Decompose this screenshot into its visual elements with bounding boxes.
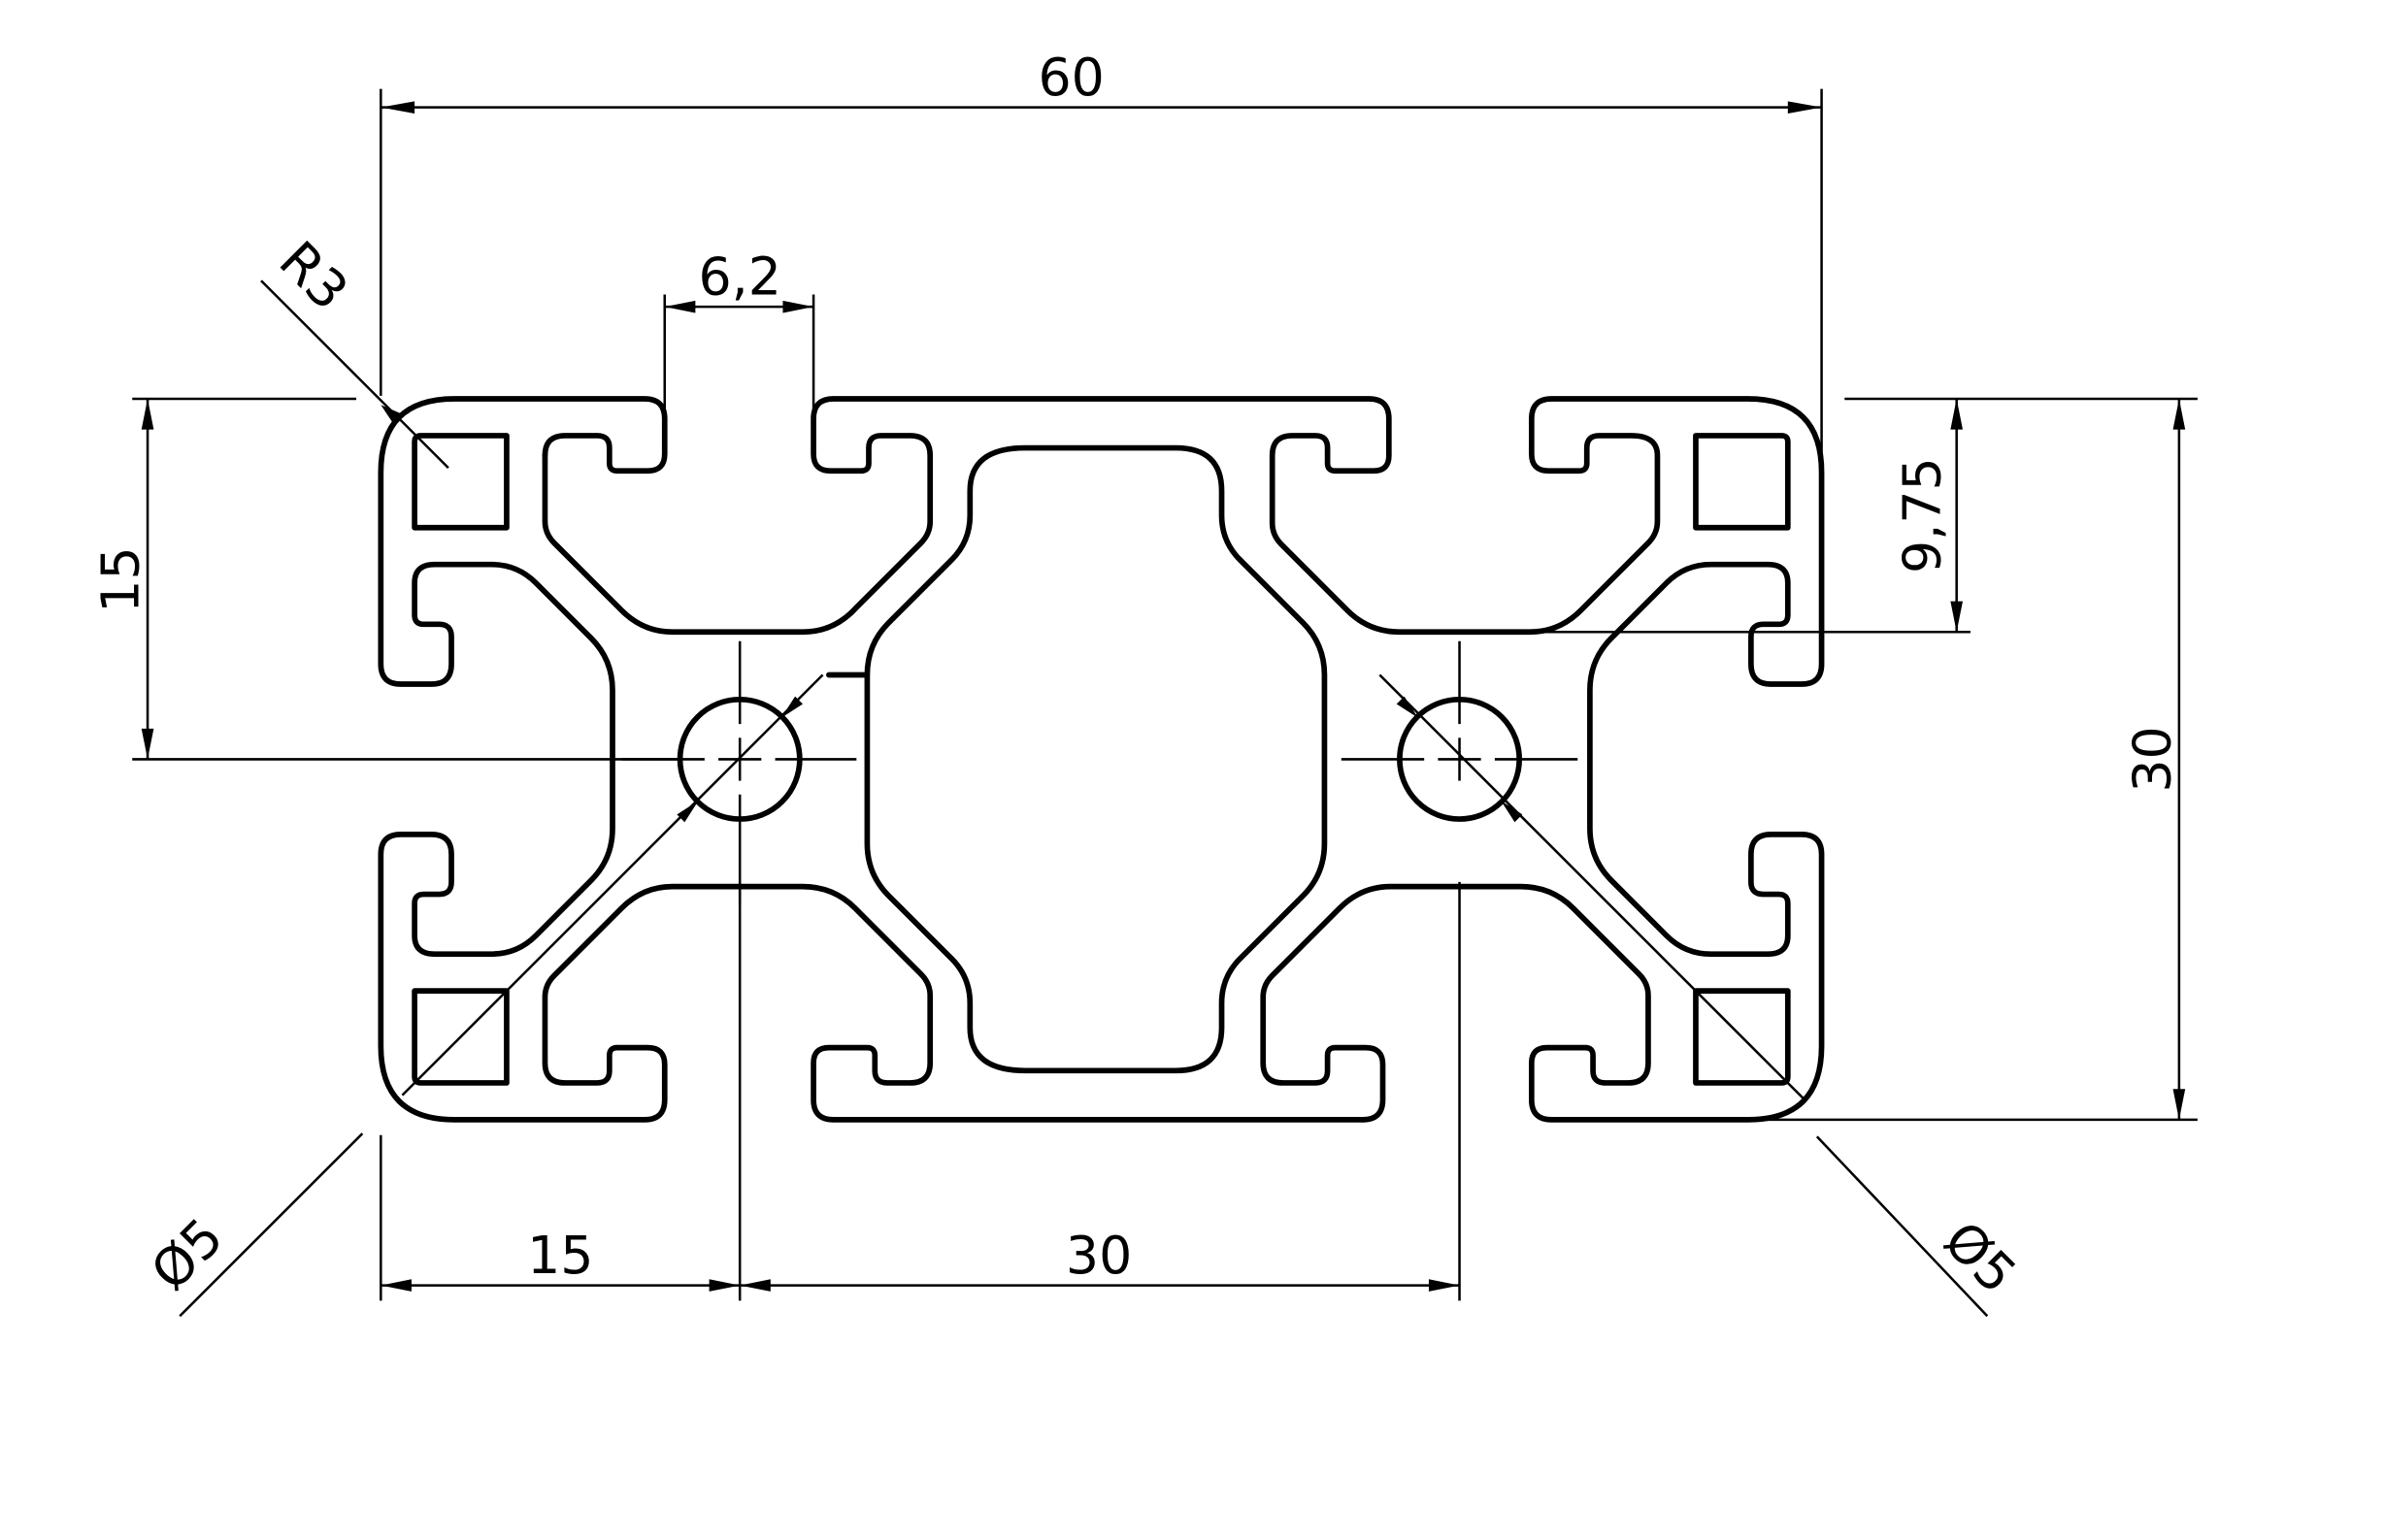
dim-bore-right-label: Ø5 — [1933, 1209, 2029, 1305]
center-lines — [621, 640, 1578, 1301]
profile-outline-right — [542, 396, 1825, 1123]
profile-outer-contour — [378, 396, 1366, 1123]
dimension-corner-radius: R3 — [260, 230, 449, 470]
dim-half-height-label: 15 — [90, 546, 151, 612]
dim-bottom-first-label: 15 — [527, 1225, 593, 1286]
dimension-slot-width: 6,2 — [663, 246, 815, 411]
dim-slot-width-label: 6,2 — [698, 246, 780, 307]
dimension-overall-height: 30 — [1765, 398, 2198, 1122]
dim-slot-depth-label: 9,75 — [1891, 457, 1952, 573]
dim-bore-left-label: Ø5 — [139, 1206, 235, 1302]
dimension-bore-left: Ø5 — [139, 673, 824, 1318]
profile-center-web — [864, 444, 1328, 1074]
dimension-half-height: 15 — [90, 397, 682, 761]
dimension-slot-depth: 9,75 — [1534, 397, 2198, 634]
dim-overall-width-label: 60 — [1038, 47, 1104, 108]
dim-corner-radius-label: R3 — [268, 230, 360, 322]
dim-overall-height-label: 30 — [2121, 726, 2182, 792]
dimension-overall-width: 60 — [380, 47, 1823, 461]
dim-bottom-pitch-label: 30 — [1066, 1225, 1132, 1286]
dimension-bottom-chain: 15 30 — [380, 1134, 1460, 1301]
dimension-bore-right: Ø5 — [1378, 673, 2029, 1318]
